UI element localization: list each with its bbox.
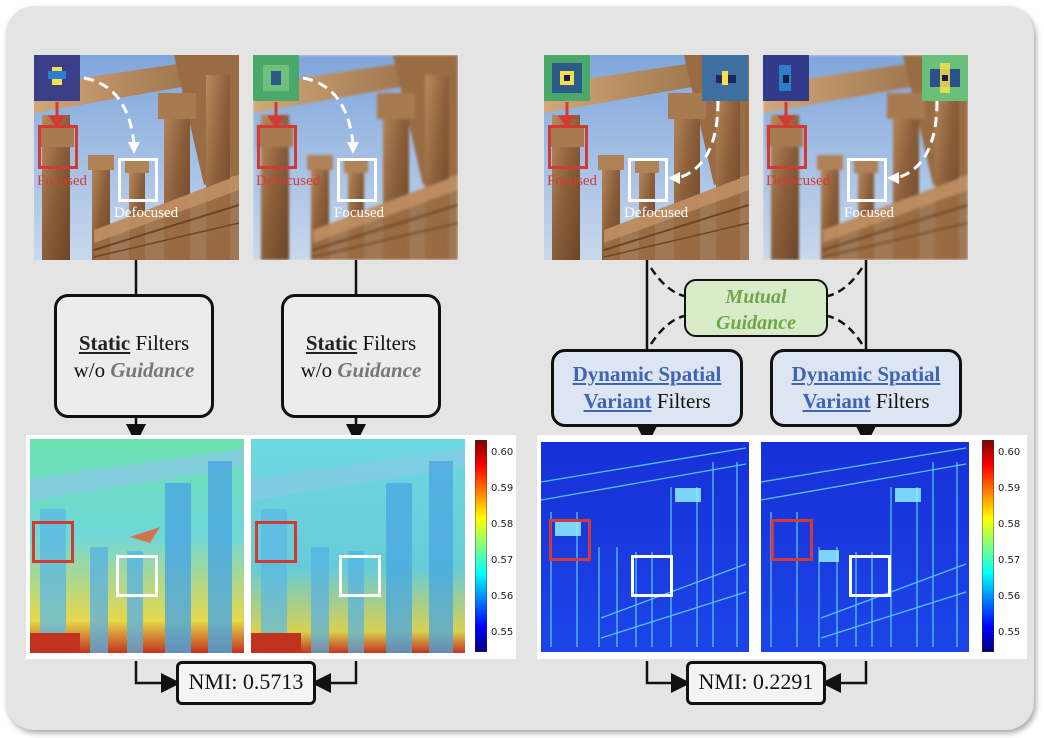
dynamic-filter-box: Dynamic Spatial Variant Filters [770,349,962,427]
focus-region-red [38,125,78,169]
nmi-static-box: NMI: 0.5713 [176,661,316,705]
guidance-text: Guidance [110,358,195,382]
mutual-guidance-box: Mutual Guidance [684,279,828,337]
focus-region-red [549,519,591,561]
white-region-label: Focused [334,205,384,221]
focus-region-white [628,158,668,202]
dynamic-filter-box: Dynamic Spatial Variant Filters [551,349,743,427]
colorbar-tick: 0.58 [491,519,514,530]
colorbar-tick: 0.60 [998,447,1021,458]
focus-region-white [337,158,377,202]
static-heatmap-1 [30,439,244,653]
colorbar-tick: 0.59 [998,483,1021,494]
colorbar-left [474,439,488,653]
filters-text: Filters [870,389,930,413]
white-region-label: Defocused [624,205,689,221]
focus-region-white [339,555,381,597]
kernel-icon [763,55,809,101]
colorbar-tick: 0.56 [998,591,1021,602]
kernel-icon [253,55,299,101]
focus-region-red [771,519,813,561]
red-region-label: Defocused [766,173,831,189]
without-text: w/o [73,358,111,382]
focus-region-white [849,555,891,597]
kernel-icon [34,55,80,101]
figure-canvas: Focused Defocused Defocused Focused Focu… [6,6,1034,730]
colorbar-tick: 0.55 [491,627,514,638]
dynamic-keyword: Dynamic Spatial [791,362,941,386]
nmi-dynamic-box: NMI: 0.2291 [686,661,826,705]
static-heatmap-2 [251,439,465,653]
variant-keyword: Variant [583,389,652,413]
colorbar-tick: 0.58 [998,519,1021,530]
dynamic-heatmap-2 [761,442,969,652]
dynamic-heatmap-1 [541,442,749,652]
kernel-icon [702,55,748,101]
filters-text: Filters [651,389,711,413]
colorbar-right [981,439,995,653]
mutual-line2: Guidance [716,312,796,334]
filters-text: Filters [357,331,417,355]
focus-region-white [847,158,887,202]
colorbar-tick: 0.59 [491,483,514,494]
without-text: w/o [300,358,338,382]
focus-region-red [767,125,807,169]
focus-region-red [548,125,588,169]
kernel-arrows [48,76,939,184]
static-keyword: Static [305,331,358,355]
red-region-label: Focused [37,173,87,189]
white-region-label: Defocused [114,205,179,221]
focus-region-red [32,521,74,563]
mutual-line1: Mutual [725,286,787,308]
static-filter-box: Static Filters w/o Guidance [281,294,441,418]
filters-text: Filters [130,331,190,355]
colorbar-tick: 0.57 [491,555,514,566]
colorbar-tick: 0.57 [998,555,1021,566]
variant-keyword: Variant [802,389,871,413]
focus-region-white [116,555,158,597]
kernel-icon [922,55,968,101]
connector-lines [126,260,876,693]
guidance-text: Guidance [337,358,422,382]
kernel-icon [544,55,590,101]
static-keyword: Static [78,331,131,355]
static-filter-box: Static Filters w/o Guidance [54,294,214,418]
focus-region-white [631,555,673,597]
dynamic-keyword: Dynamic Spatial [572,362,722,386]
focus-region-white [118,158,158,202]
red-region-label: Focused [547,173,597,189]
red-region-label: Defocused [256,173,321,189]
colorbar-tick: 0.60 [491,447,514,458]
colorbar-tick: 0.55 [998,627,1021,638]
focus-region-red [255,521,297,563]
focus-region-red [257,125,297,169]
colorbar-tick: 0.56 [491,591,514,602]
white-region-label: Focused [844,205,894,221]
